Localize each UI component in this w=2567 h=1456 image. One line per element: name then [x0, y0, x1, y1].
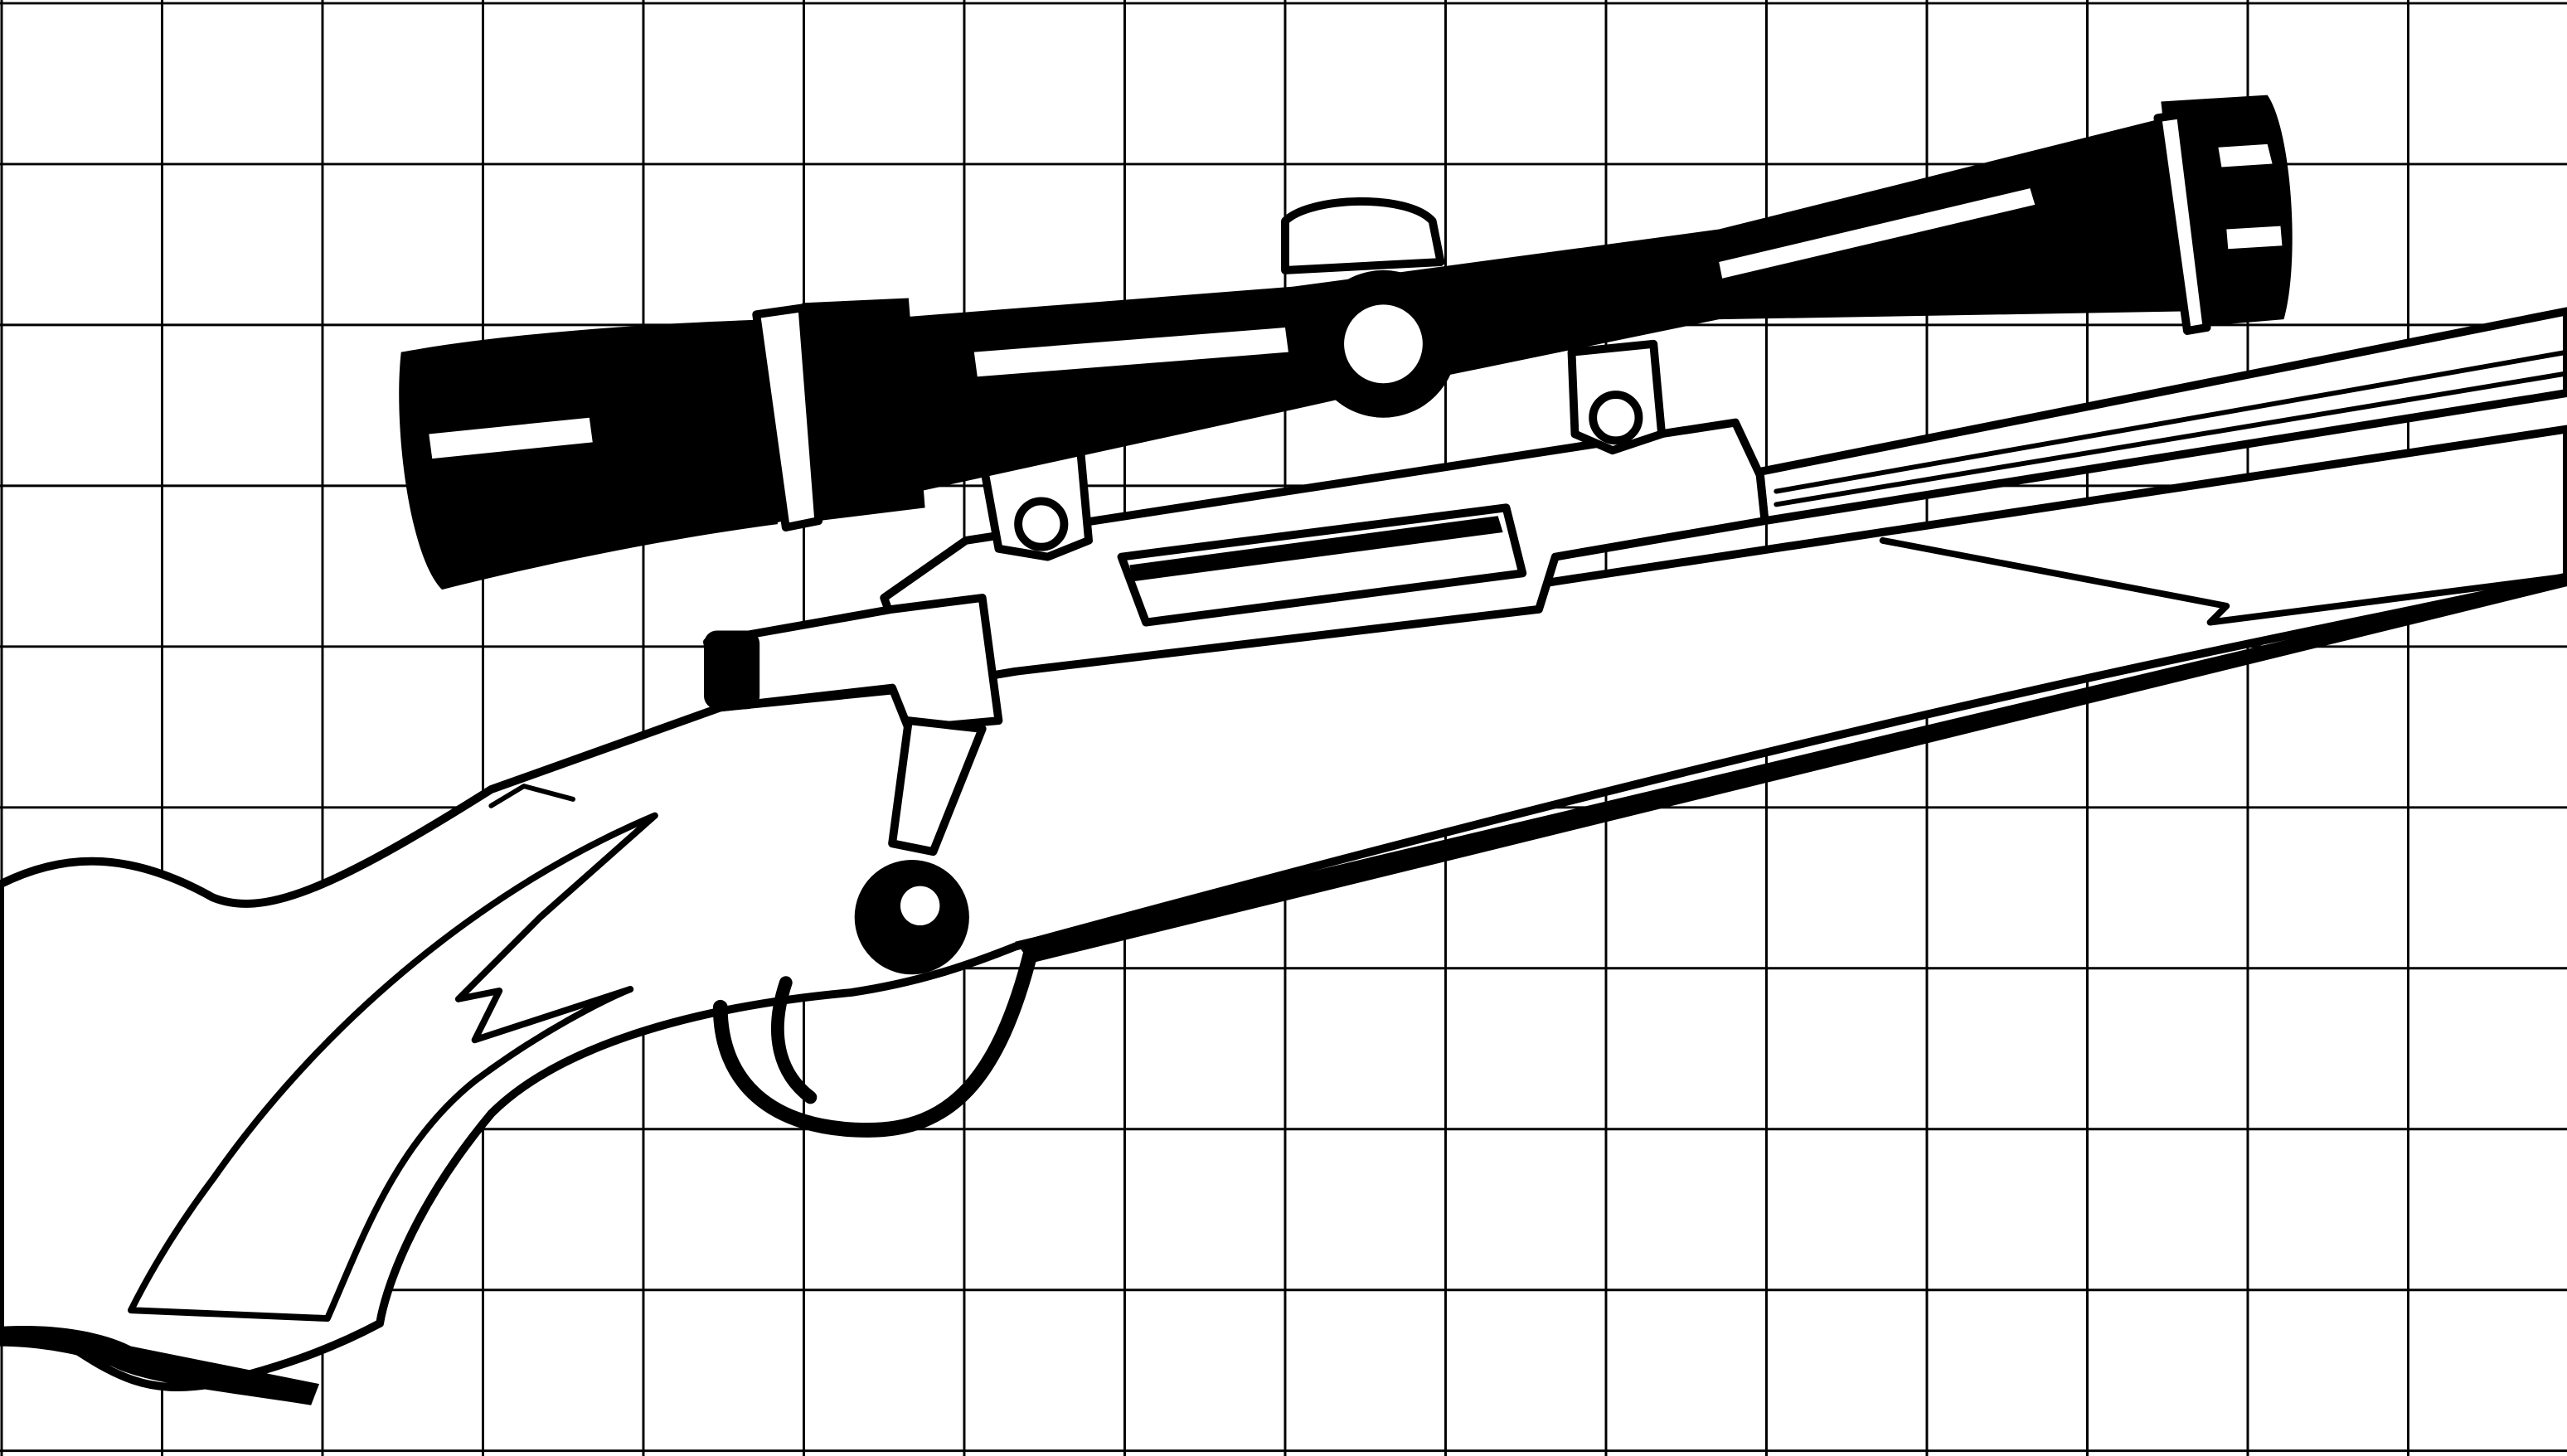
- scope-power-ring-knurl: [802, 298, 925, 522]
- trigger-guard: [712, 942, 1039, 1138]
- stock-checkering-edge: [454, 812, 658, 1044]
- windage-turret-cap: [1337, 298, 1429, 391]
- front-mount-screw: [1014, 497, 1069, 551]
- rifle-stock: [0, 425, 2567, 1391]
- scope-eyepiece: [399, 319, 778, 590]
- objective-highlight: [2218, 143, 2283, 250]
- comb-line: [488, 705, 723, 808]
- stock-grip-outline: [128, 812, 658, 1323]
- elevation-turret: [1281, 197, 1445, 274]
- forend-panel: [1879, 536, 2567, 626]
- objective-ring: [2153, 110, 2211, 335]
- bolt-shroud: [704, 630, 760, 710]
- stock-shading: [1015, 573, 2567, 963]
- scope-tube-highlight: [973, 188, 2036, 377]
- barrel-highlight: [1774, 349, 2567, 507]
- trigger: [771, 976, 818, 1104]
- rear-mount-screw: [1589, 391, 1643, 445]
- bolt-handle: [888, 716, 987, 857]
- butt-plate: [0, 1325, 320, 1405]
- ejection-port-shade: [1129, 516, 1503, 582]
- scope-tube: [769, 114, 2194, 525]
- bolt-knob-highlight: [900, 886, 940, 926]
- eyepiece-highlight: [429, 417, 593, 459]
